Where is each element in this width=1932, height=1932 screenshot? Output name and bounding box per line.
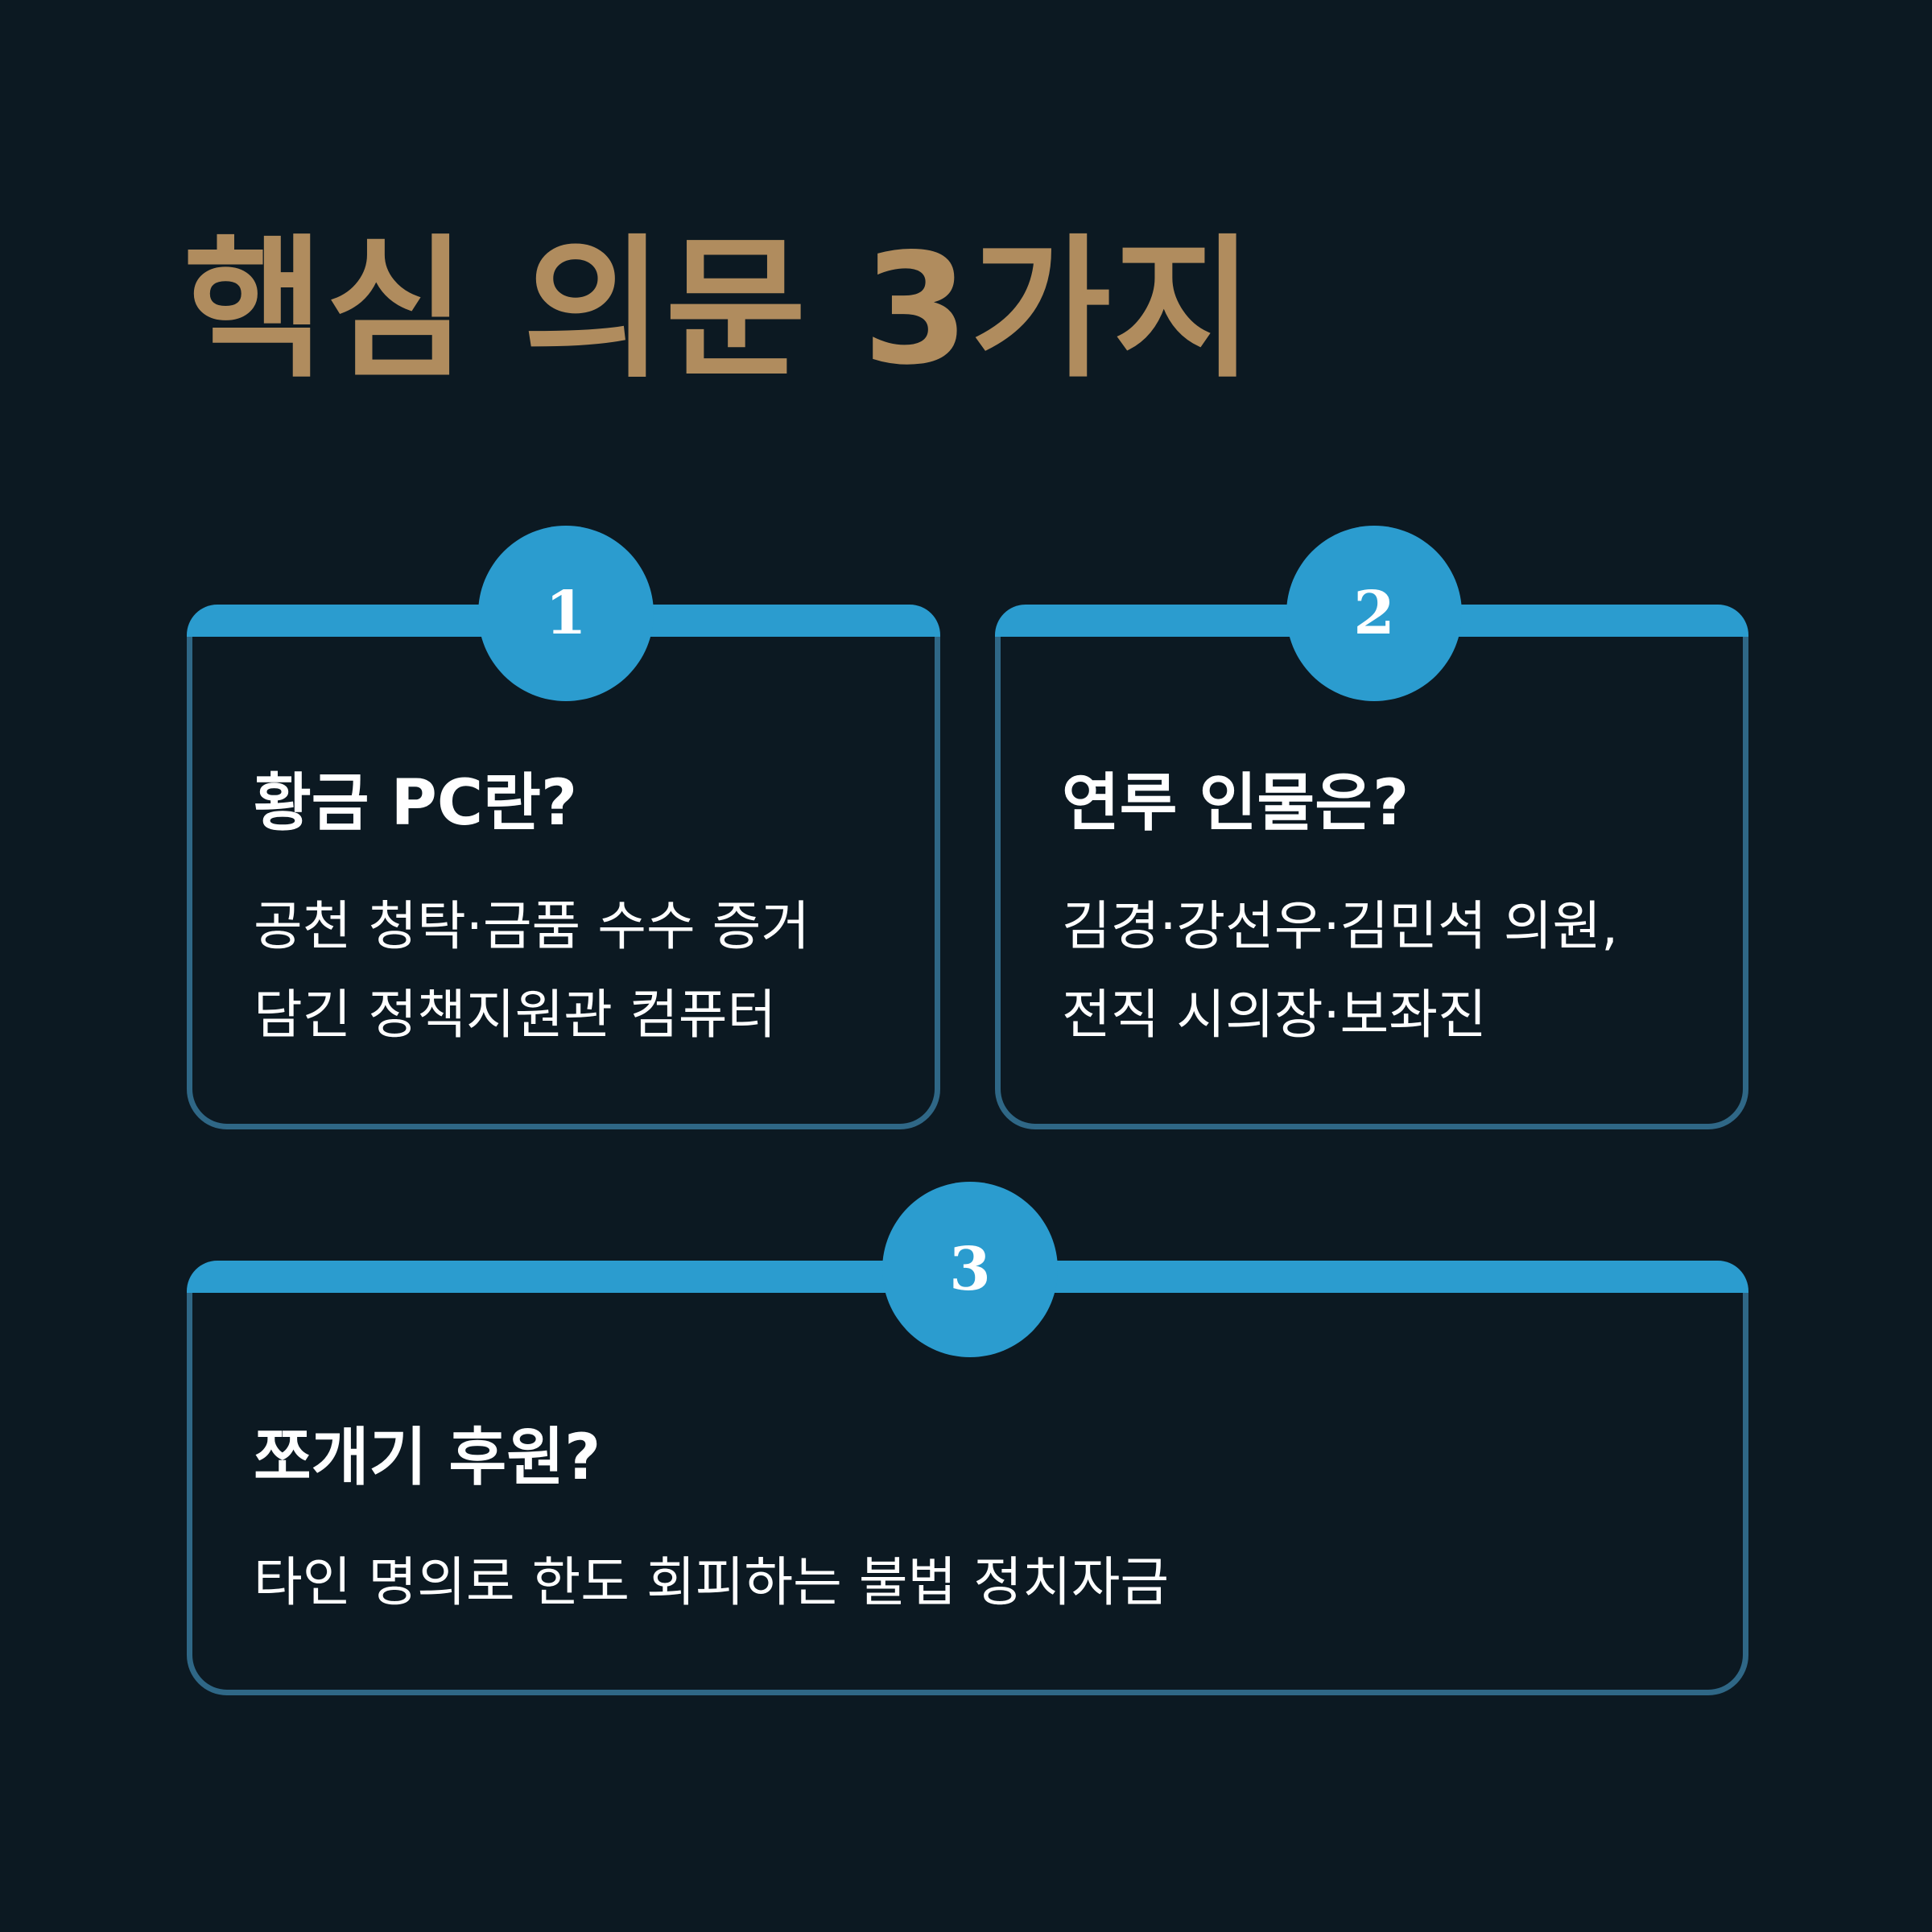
- number-badge: 3: [882, 1182, 1058, 1357]
- question-card-1: 1 황금 PC란? 공천 청탁·금품 수수 증거 담긴 정책지원관 컴퓨터: [187, 526, 940, 1129]
- card-description-line: 공천 청탁·금품 수수 증거: [254, 895, 811, 957]
- card-title: 황금 PC란?: [254, 767, 578, 840]
- card-description: 타인 명의로 한도 회피하는 불법 정치자금: [254, 1538, 1169, 1627]
- card-description-line: 김경·강선우·김민석 의원,: [1062, 895, 1619, 957]
- number-badge: 2: [1286, 526, 1462, 701]
- card-description-line: 담긴 정책지원관 컴퓨터: [254, 984, 777, 1046]
- card-description: 김경·강선우·김민석 의원, 전직 시의장·보좌진: [1062, 882, 1618, 1059]
- question-card-3: 3 쪼개기 후원? 타인 명의로 한도 회피하는 불법 정치자금: [187, 1182, 1748, 1695]
- number-badge: 1: [478, 526, 654, 701]
- card-description-line: 타인 명의로 한도 회피하는 불법 정치자금: [254, 1551, 1170, 1613]
- card-title: 연루 인물은?: [1062, 767, 1410, 840]
- card-title: 쪼개기 후원?: [254, 1422, 601, 1494]
- card-description-line: 전직 시의장·보좌진: [1062, 984, 1487, 1046]
- page-title: 핵심 의문 3가지: [184, 221, 1256, 398]
- question-card-2: 2 연루 인물은? 김경·강선우·김민석 의원, 전직 시의장·보좌진: [995, 526, 1748, 1129]
- card-description: 공천 청탁·금품 수수 증거 담긴 정책지원관 컴퓨터: [254, 882, 810, 1059]
